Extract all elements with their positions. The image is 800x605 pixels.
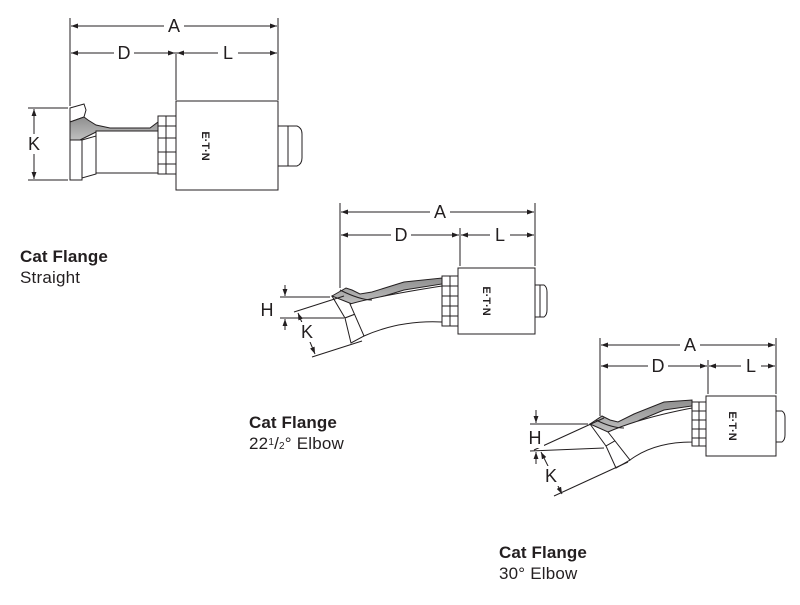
caption-elbow22-whole: 22 xyxy=(249,434,269,453)
caption-elbow22-subtitle: 221/2° Elbow xyxy=(249,434,345,453)
caption-elbow22-numerator: 1 xyxy=(268,437,275,448)
elbow22-dim-a-label: A xyxy=(434,202,446,222)
caption-elbow22-denominator: 2 xyxy=(279,441,285,452)
caption-elbow30-title: Cat Flange xyxy=(499,543,587,562)
straight-stem xyxy=(95,130,159,174)
straight-tube xyxy=(81,135,97,179)
elbow30-dim-a-label: A xyxy=(684,335,696,355)
elbow30-dim-k-label: K xyxy=(545,466,557,486)
caption-elbow30-subtitle: 30° Elbow xyxy=(499,564,578,583)
elbow22-hose-stub xyxy=(534,284,548,318)
elbow30-dim-d-label: D xyxy=(652,356,665,376)
elbow22-dim-k-label: K xyxy=(301,322,313,342)
elbow30-brand-logo: E·T·N xyxy=(726,411,738,440)
elbow22-dim-d-label: D xyxy=(395,225,408,245)
straight-hose-stub xyxy=(277,125,303,167)
straight-dim-k-label: K xyxy=(28,134,40,154)
straight-dim-l-label: L xyxy=(223,43,233,63)
straight-flange-face xyxy=(69,139,83,181)
caption-straight: Cat Flange Straight xyxy=(20,246,108,288)
straight-brand-logo: E·T·N xyxy=(199,131,211,160)
straight-fitting xyxy=(69,100,303,191)
elbow30-dim-l-label: L xyxy=(746,356,756,376)
elbow30-fitting xyxy=(588,395,786,469)
caption-straight-title: Cat Flange xyxy=(20,247,108,266)
caption-elbow22-rest: ° Elbow xyxy=(284,434,345,453)
straight-dim-d-label: D xyxy=(118,43,131,63)
caption-elbow22: Cat Flange 221/2° Elbow xyxy=(249,412,344,457)
elbow30-dim-h-label: H xyxy=(529,428,542,448)
straight-hex-nut xyxy=(157,115,177,175)
elbow22-dim-l-label: L xyxy=(495,225,505,245)
caption-elbow22-title: Cat Flange xyxy=(249,413,337,432)
elbow22-dim-h-label: H xyxy=(261,300,274,320)
elbow30-socket xyxy=(705,395,777,457)
straight-socket xyxy=(175,100,279,191)
elbow30-hose-stub xyxy=(775,410,786,443)
caption-straight-subtitle: Straight xyxy=(20,268,81,287)
elbow22-brand-logo: E·T·N xyxy=(480,286,492,315)
caption-elbow30: Cat Flange 30° Elbow xyxy=(499,542,587,584)
elbow22-socket xyxy=(457,267,536,335)
elbow22-fitting xyxy=(330,267,548,344)
straight-dim-a-label: A xyxy=(168,16,180,36)
